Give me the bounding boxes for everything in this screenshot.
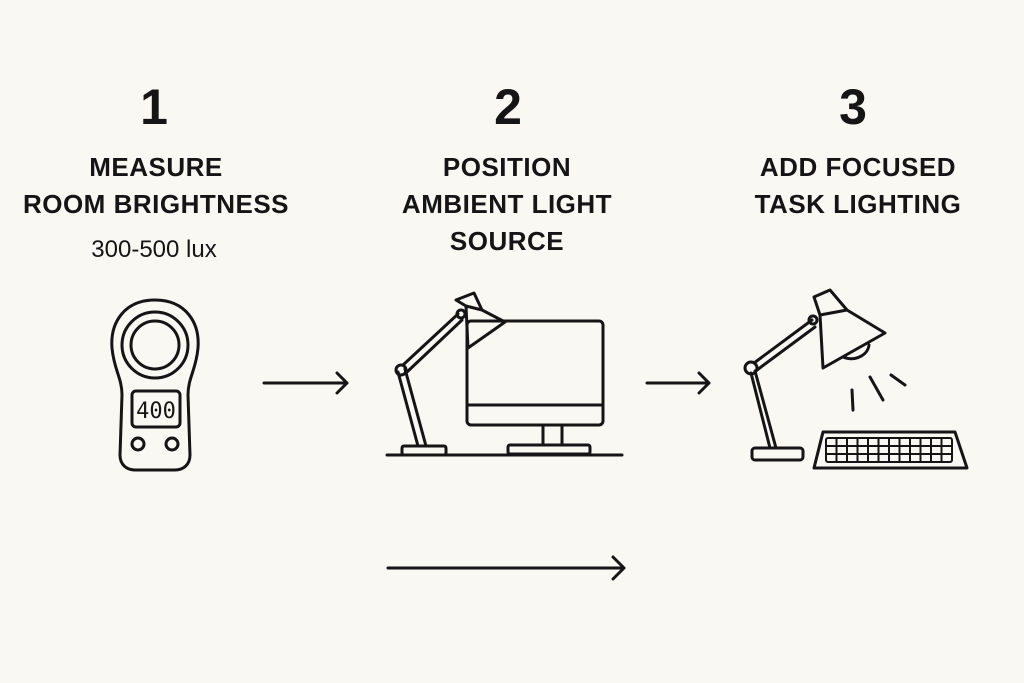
step-2-title-line1: POSITION bbox=[442, 152, 572, 182]
step-2-title-line3: SOURCE bbox=[449, 226, 565, 256]
step-2-title: POSITION AMBIENT LIGHT SOURCE bbox=[402, 149, 612, 260]
step-3-title: ADD FOCUSED TASK LIGHTING bbox=[755, 149, 962, 223]
arrow-right-icon bbox=[262, 371, 349, 395]
step-1-detail: 300-500 lux bbox=[91, 236, 217, 263]
lux-meter-icon: 400 bbox=[110, 298, 200, 472]
long-arrow-right-icon bbox=[386, 555, 626, 581]
arrow-right-icon bbox=[645, 371, 711, 395]
meter-reading: 400 bbox=[136, 399, 176, 424]
desk-lamp-monitor-icon bbox=[385, 291, 624, 457]
step-3-number: 3 bbox=[839, 79, 867, 135]
step-3-title-line1: ADD FOCUSED bbox=[759, 152, 957, 182]
step-1-title-line1: MEASURE bbox=[89, 152, 223, 182]
step-2-title-line2: AMBIENT LIGHT bbox=[401, 189, 613, 219]
step-2-number: 2 bbox=[494, 79, 522, 135]
step-3-title-line2: TASK LIGHTING bbox=[754, 189, 962, 219]
task-lamp-keyboard-icon bbox=[743, 288, 969, 470]
step-1-title-line2: ROOM BRIGHTNESS bbox=[22, 189, 290, 219]
step-1-title: MEASURE ROOM BRIGHTNESS bbox=[23, 149, 289, 223]
step-1-number: 1 bbox=[140, 79, 168, 135]
